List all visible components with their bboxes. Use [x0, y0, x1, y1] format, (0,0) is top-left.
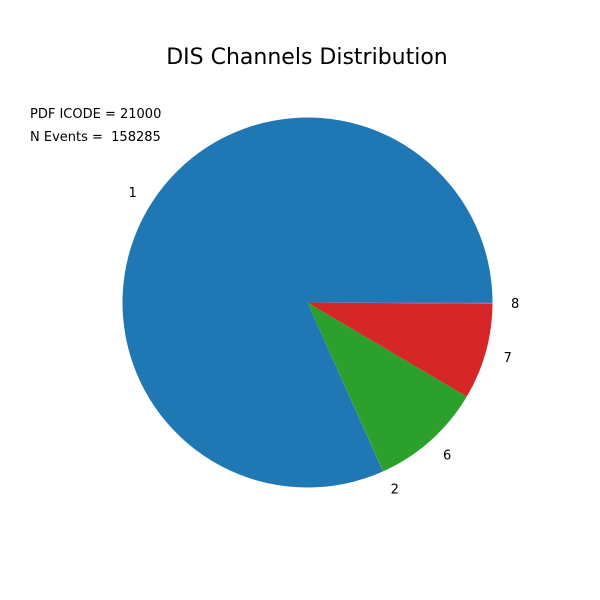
annotation-pdf-icode: PDF ICODE = 21000: [30, 107, 161, 122]
chart-title: DIS Channels Distribution: [166, 45, 448, 70]
pie-labels: 1 2 6 7 8: [128, 186, 519, 497]
pie-slice-7: [307, 302, 493, 397]
slice-label-1: 1: [128, 186, 136, 201]
pie-slice-8: [307, 302, 493, 304]
annotation-n-events: N Events = 158285: [30, 130, 161, 145]
slice-label-6: 6: [443, 448, 451, 463]
pie-slice-2: [307, 302, 384, 472]
pie-slice-6: [307, 302, 467, 472]
pie-slices: [122, 117, 493, 488]
slice-label-7: 7: [504, 351, 512, 366]
slice-label-8: 8: [511, 297, 519, 312]
slice-label-2: 2: [391, 482, 399, 497]
